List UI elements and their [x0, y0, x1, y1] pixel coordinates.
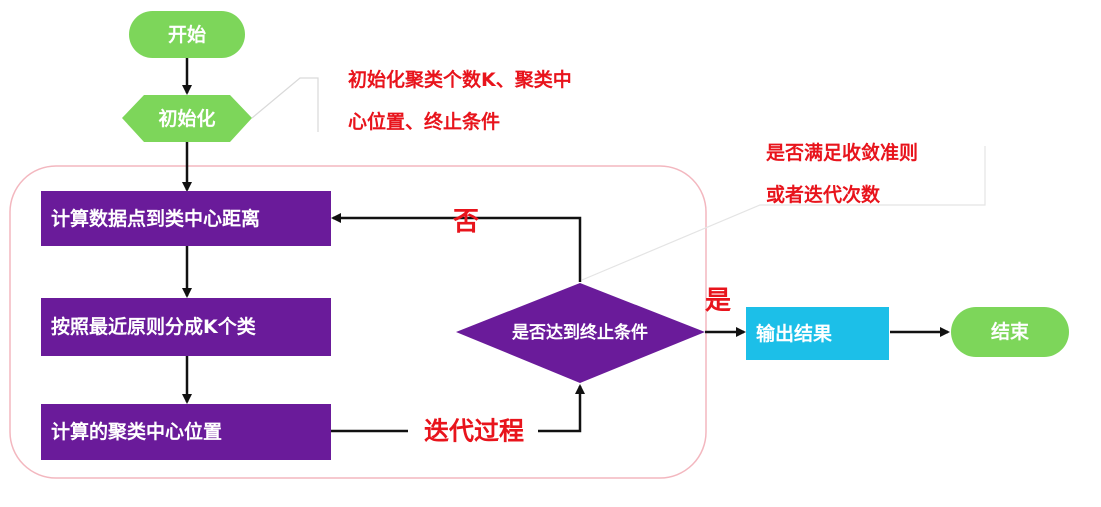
decision-note-line-2: 或者迭代次数 [766, 183, 881, 206]
start-node [129, 11, 245, 58]
no-label: 否 [453, 207, 479, 237]
decision-note-line-1: 是否满足收敛准则 [766, 141, 918, 164]
assign-node [41, 298, 331, 356]
output-node [746, 307, 889, 360]
init-label: 初始化 [158, 107, 215, 130]
init-node [122, 95, 252, 142]
init-callout-line [251, 77, 319, 132]
arrow-decision-no-to-distance [331, 213, 582, 282]
yes-label: 是 [705, 286, 731, 316]
init-note-line-2: 心位置、终止条件 [348, 110, 500, 133]
iteration-label-backdrop [408, 414, 538, 448]
compute-distance-label: 计算数据点到类中心距离 [51, 207, 260, 230]
decision-label: 是否达到终止条件 [512, 322, 648, 343]
iteration-label: 迭代过程 [424, 417, 524, 446]
assign-label: 按照最近原则分成K个类 [51, 315, 256, 338]
end-node [951, 307, 1069, 357]
start-label: 开始 [168, 23, 206, 46]
iteration-loop-region [9, 165, 707, 479]
compute-center-node [41, 404, 331, 460]
decision-callout-line [581, 146, 986, 281]
end-label: 结束 [991, 320, 1030, 343]
compute-center-label: 计算的聚类中心位置 [51, 420, 222, 443]
compute-distance-node [41, 191, 331, 246]
init-note-line-1: 初始化聚类个数K、聚类中 [348, 68, 572, 91]
output-label: 输出结果 [756, 322, 832, 345]
decision-node [456, 283, 705, 383]
